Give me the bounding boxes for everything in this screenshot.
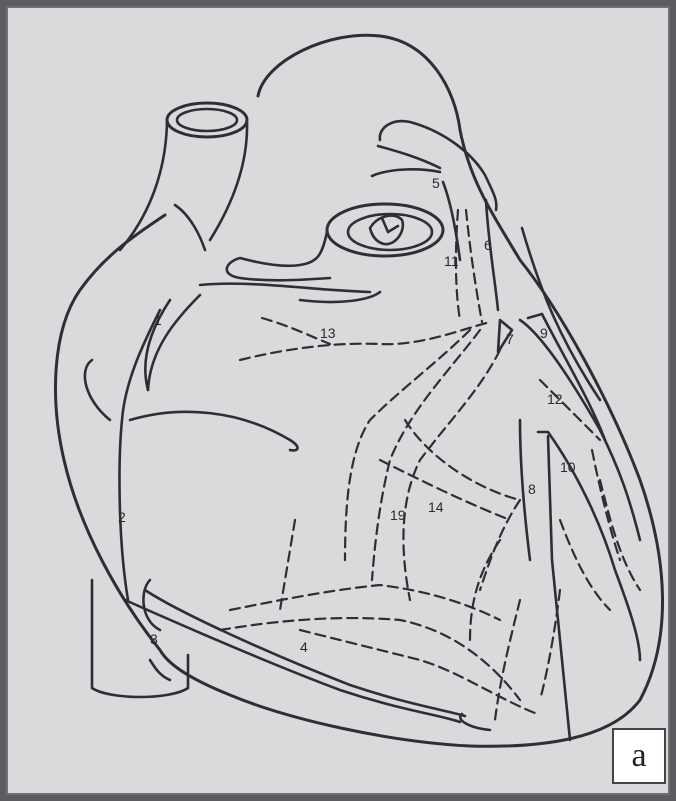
heart-outline (56, 35, 663, 746)
label-13: 13 (320, 326, 336, 340)
label-11: 11 (444, 254, 459, 268)
panel-label: a (612, 728, 666, 784)
superior-vena-cava (120, 103, 247, 250)
label-3: 3 (150, 632, 158, 646)
label-8: 8 (528, 482, 536, 496)
label-9: 9 (540, 326, 548, 340)
label-1: 1 (154, 313, 162, 327)
label-5: 5 (432, 176, 440, 190)
inferior-vena-cava (92, 580, 188, 697)
label-10: 10 (560, 460, 576, 474)
label-19: 19 (390, 508, 406, 522)
label-2: 2 (118, 510, 126, 524)
label-14: 14 (428, 500, 444, 514)
label-7: 7 (506, 332, 514, 346)
label-12: 12 (547, 392, 563, 406)
label-4: 4 (300, 640, 308, 654)
label-6: 6 (484, 238, 492, 252)
